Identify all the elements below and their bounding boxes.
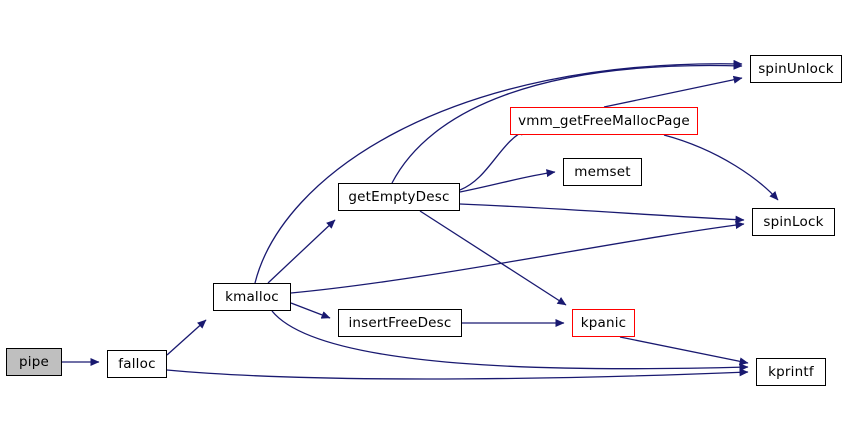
- edge-getemptydesc-spinunlock: [391, 61, 743, 184]
- node-kpanic[interactable]: kpanic: [572, 309, 635, 337]
- node-label: kpanic: [580, 315, 627, 331]
- node-spinLock[interactable]: spinLock: [752, 208, 835, 236]
- node-memset[interactable]: memset: [563, 158, 642, 186]
- node-label: spinLock: [763, 214, 824, 230]
- node-falloc[interactable]: falloc: [107, 350, 167, 378]
- node-label: spinUnlock: [758, 61, 834, 77]
- node-label: insertFreeDesc: [348, 315, 452, 331]
- edge-falloc-kmalloc: [166, 319, 207, 356]
- edge-falloc-kprintf: [166, 368, 749, 380]
- edge-vmm-spinlock: [663, 134, 779, 201]
- edge-getemptydesc-vmm: [459, 128, 529, 191]
- node-insertFreeDesc[interactable]: insertFreeDesc: [338, 309, 462, 337]
- edge-vmm-spinunlock: [603, 75, 743, 108]
- node-label: kprintf: [768, 364, 814, 380]
- edge-getemptydesc-memset: [459, 169, 556, 193]
- node-getEmptyDesc[interactable]: getEmptyDesc: [338, 183, 460, 211]
- node-label: kmalloc: [225, 289, 279, 305]
- edge-getemptydesc-spinlock: [459, 203, 745, 224]
- edge-getemptydesc-kpanic: [419, 210, 567, 306]
- node-spinUnlock[interactable]: spinUnlock: [750, 55, 842, 83]
- node-label: falloc: [118, 356, 156, 372]
- node-label: pipe: [19, 354, 49, 370]
- node-vmm_getFreeMallocPage[interactable]: vmm_getFreeMallocPage: [510, 107, 698, 135]
- edge-kmalloc-spinunlock: [254, 59, 743, 284]
- node-kprintf[interactable]: kprintf: [756, 358, 826, 386]
- edge-kmalloc-spinlock: [290, 221, 745, 294]
- edge-kpanic-kprintf: [619, 336, 749, 366]
- node-kmalloc[interactable]: kmalloc: [213, 283, 291, 311]
- edge-kmalloc-getemptydesc: [267, 219, 336, 284]
- node-label: vmm_getFreeMallocPage: [518, 113, 690, 129]
- edge-kmalloc-kprintf: [271, 310, 749, 372]
- node-label: getEmptyDesc: [348, 189, 450, 205]
- edge-kmalloc-insertfreedesc: [290, 302, 331, 319]
- node-label: memset: [574, 164, 631, 180]
- node-pipe[interactable]: pipe: [6, 348, 62, 376]
